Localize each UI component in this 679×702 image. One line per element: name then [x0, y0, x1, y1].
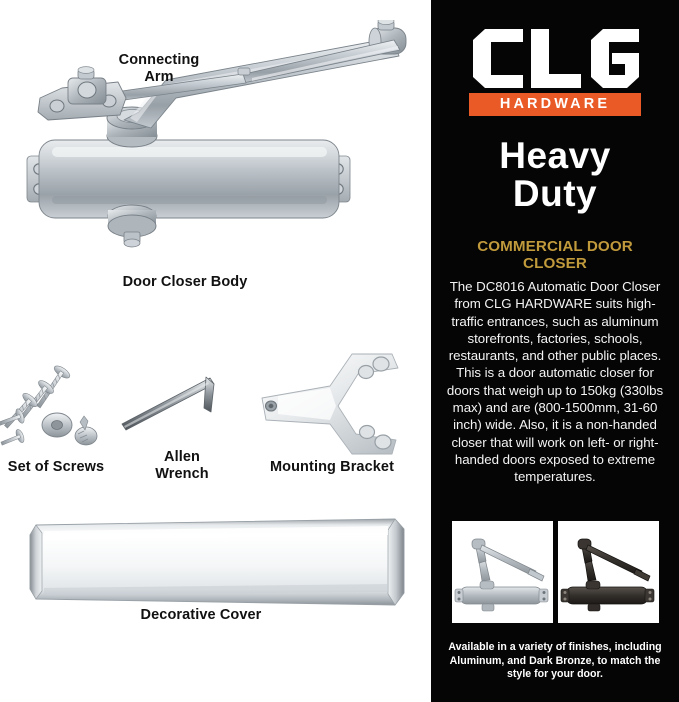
door-closer-assembly-illustration — [0, 20, 431, 285]
subheading: COMMERCIAL DOOR CLOSER — [477, 238, 633, 273]
included-parts-illustration — [0, 350, 431, 480]
label-allen-wrench: Allen Wrench — [155, 449, 209, 483]
left-illustration-panel: Connecting Arm Door Closer Body Set of S… — [0, 20, 431, 635]
closer-bottom-spindle — [107, 204, 157, 248]
headline: Heavy Duty — [499, 135, 611, 215]
decorative-cover-illustration — [0, 495, 431, 635]
mounting-bracket-part — [261, 353, 399, 455]
label-connecting-arm: Connecting Arm — [118, 52, 200, 86]
finish-thumbnails — [431, 521, 679, 624]
screws-cluster — [0, 365, 98, 446]
hardware-badge-text: HARDWARE — [499, 96, 611, 113]
label-mounting-bracket: Mounting Bracket — [269, 459, 395, 475]
closer-body — [26, 139, 351, 219]
label-decorative-cover: Decorative Cover — [140, 607, 262, 623]
washer — [41, 412, 73, 438]
label-set-of-screws: Set of Screws — [7, 459, 105, 475]
connecting-arm-link — [107, 39, 401, 103]
finish-thumb-aluminum — [451, 521, 553, 623]
label-door-closer-body: Door Closer Body — [122, 274, 248, 290]
right-marketing-panel: HARDWARE Heavy Duty COMMERCIAL DOOR CLOS… — [431, 0, 679, 702]
allen-wrench-part — [121, 376, 215, 431]
clg-wordmark-icon — [473, 29, 639, 88]
finish-thumb-dark-bronze — [557, 521, 659, 623]
finish-availability-note: Available in a variety of finishes, incl… — [448, 641, 662, 681]
description-text: The DC8016 Automatic Door Closer from CL… — [446, 279, 664, 485]
arm-end-bracket — [37, 66, 127, 121]
brand-logo: HARDWARE — [431, 28, 679, 116]
nut-bolt — [74, 415, 98, 446]
hardware-badge: HARDWARE — [469, 93, 641, 116]
